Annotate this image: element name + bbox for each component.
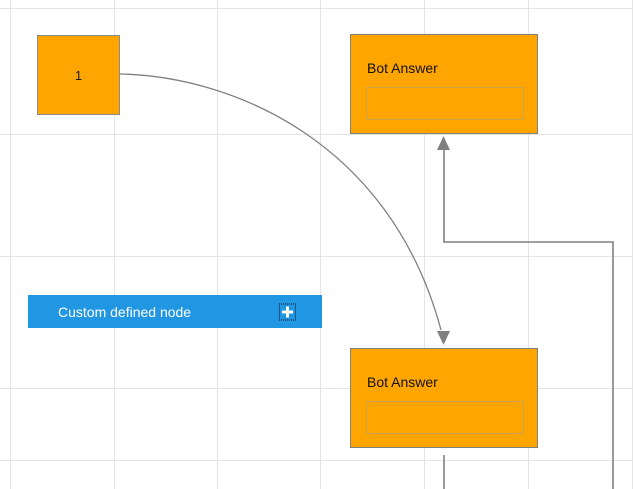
node-1-label: 1	[74, 67, 83, 83]
custom-defined-node-label: Custom defined node	[58, 303, 192, 320]
bot-answer-bottom-message-slot[interactable]	[366, 401, 524, 434]
bot-answer-node-bottom[interactable]: Bot Answer	[350, 348, 538, 448]
plus-icon-vertical-bar	[286, 306, 289, 317]
node-1[interactable]: 1	[37, 35, 120, 115]
bot-answer-bottom-title: Bot Answer	[367, 374, 438, 390]
bot-answer-top-title: Bot Answer	[367, 60, 438, 76]
bot-answer-node-top[interactable]: Bot Answer	[350, 34, 538, 134]
plus-icon[interactable]	[279, 303, 296, 320]
bot-answer-top-message-slot[interactable]	[366, 87, 524, 120]
custom-defined-node-item[interactable]: Custom defined node	[28, 295, 322, 328]
